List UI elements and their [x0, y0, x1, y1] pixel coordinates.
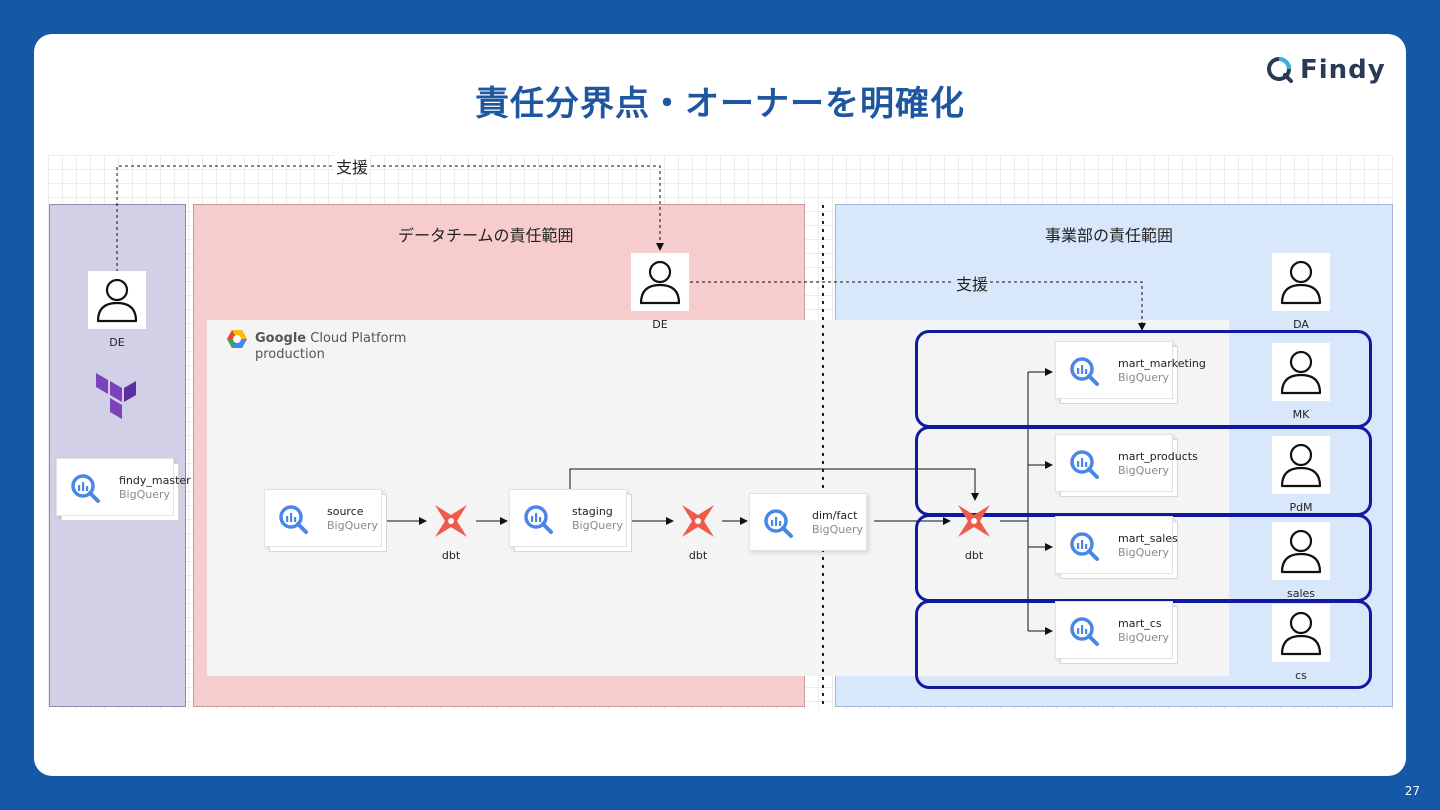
node-name: staging [572, 505, 613, 518]
findy-logo: Findy [1266, 54, 1386, 86]
bigquery-icon [1070, 450, 1099, 479]
node-name: mart_products [1118, 450, 1198, 463]
dbt-icon [682, 505, 714, 537]
person-cs [1272, 604, 1330, 662]
node-type: BigQuery [572, 519, 624, 532]
person-da [1272, 253, 1330, 311]
dbt-icon [435, 505, 467, 537]
person-de-center [631, 253, 689, 311]
node-mart-marketing[interactable]: mart_marketing BigQuery [1055, 341, 1206, 399]
person-de-center-label: DE [652, 318, 668, 331]
node-name: source [327, 505, 364, 518]
node-staging[interactable]: staging BigQuery [509, 489, 627, 547]
dbt-label: dbt [964, 549, 984, 562]
node-type: BigQuery [327, 519, 379, 532]
bigquery-icon [71, 474, 100, 503]
node-name: mart_marketing [1118, 357, 1206, 370]
person-pdm-label: PdM [1289, 501, 1313, 514]
support-label-top: 支援 [334, 154, 371, 178]
node-dim-fact[interactable]: dim/fact BigQuery [749, 493, 867, 551]
person-mk [1272, 343, 1330, 401]
person-de-left [88, 271, 146, 329]
node-mart-cs[interactable]: mart_cs BigQuery [1055, 601, 1173, 659]
node-name: mart_sales [1118, 532, 1178, 545]
node-name: dim/fact [812, 509, 858, 522]
bigquery-icon [1070, 357, 1099, 386]
person-icon [1280, 443, 1322, 488]
page-number: 27 [1404, 784, 1420, 798]
findy-logo-text: Findy [1300, 55, 1386, 85]
node-name: mart_cs [1118, 617, 1162, 630]
person-da-label: DA [1293, 318, 1309, 331]
node-mart-products[interactable]: mart_products BigQuery [1055, 434, 1198, 492]
support-connector-top [116, 165, 664, 272]
person-icon [639, 260, 681, 305]
bigquery-icon [1070, 617, 1099, 646]
gcp-env: production [255, 347, 325, 362]
staging-bypass-to-dbt [569, 468, 979, 501]
person-icon [1280, 260, 1322, 305]
person-mk-label: MK [1292, 408, 1310, 421]
node-findy-master[interactable]: findy_master BigQuery [56, 458, 191, 516]
person-de-left-label: DE [109, 336, 125, 349]
node-type: BigQuery [119, 488, 171, 501]
person-icon [96, 278, 138, 323]
person-icon [1280, 350, 1322, 395]
business-zone-label: 事業部の責任範囲 [1045, 226, 1174, 245]
bigquery-icon [764, 509, 793, 538]
node-type: BigQuery [812, 523, 864, 536]
bigquery-icon [279, 505, 308, 534]
node-type: BigQuery [1118, 464, 1170, 477]
node-type: BigQuery [1118, 371, 1170, 384]
support-connector-mid [690, 281, 1146, 331]
data-team-zone-label: データチームの責任範囲 [398, 226, 574, 245]
gcp-name-bold: Google [255, 331, 307, 346]
node-type: BigQuery [1118, 631, 1170, 644]
terraform-icon [96, 373, 136, 419]
person-sales-label: sales [1286, 587, 1316, 600]
dbt-icon [958, 505, 990, 537]
person-sales [1272, 522, 1330, 580]
bigquery-icon [1070, 532, 1099, 561]
node-name: findy_master [119, 474, 191, 487]
gcp-title: Google Cloud Platform production [255, 331, 406, 363]
support-label-mid: 支援 [954, 271, 991, 295]
slide-title: 責任分界点・オーナーを明確化 [475, 84, 965, 124]
person-icon [1280, 529, 1322, 574]
node-mart-sales[interactable]: mart_sales BigQuery [1055, 516, 1178, 574]
dbt-label: dbt [441, 549, 461, 562]
person-cs-label: cs [1295, 669, 1307, 682]
gcp-icon [227, 330, 247, 348]
gcp-name-rest: Cloud Platform [310, 331, 407, 346]
dbt-label: dbt [688, 549, 708, 562]
node-type: BigQuery [1118, 546, 1170, 559]
bigquery-icon [524, 505, 553, 534]
person-icon [1280, 611, 1322, 656]
node-source[interactable]: source BigQuery [264, 489, 382, 547]
person-pdm [1272, 436, 1330, 494]
findy-logo-icon [1267, 57, 1293, 83]
